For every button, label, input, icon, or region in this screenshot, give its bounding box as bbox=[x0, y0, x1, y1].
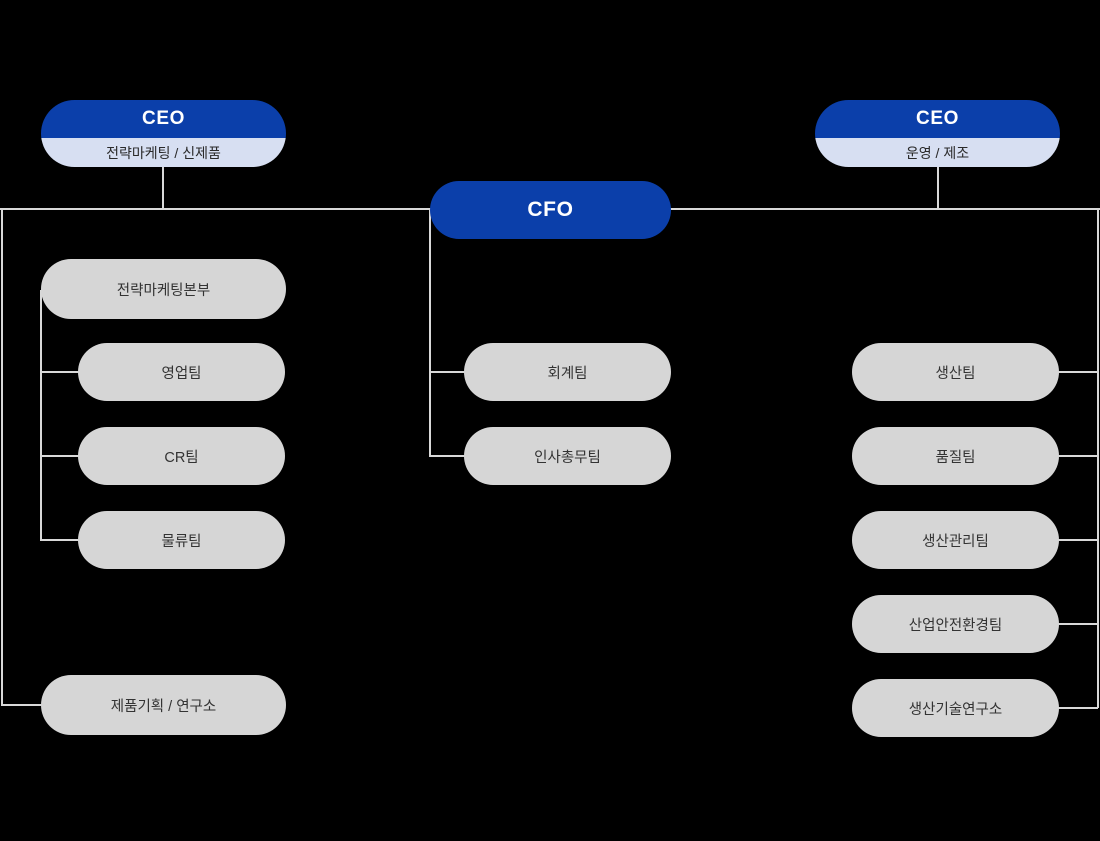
connector-left-inner-trunk bbox=[40, 290, 42, 541]
connector-cfo-trunk bbox=[429, 208, 431, 457]
connector-branch-cr bbox=[40, 455, 88, 457]
connector-branch-sales bbox=[40, 371, 88, 373]
node-ceo-operations-title: CEO bbox=[815, 100, 1060, 138]
connector-branch-safety-env bbox=[1048, 623, 1098, 625]
node-hr-admin-team[interactable]: 인사총무팀 bbox=[464, 427, 671, 485]
node-ceo-marketing[interactable]: CEO 전략마케팅 / 신제품 bbox=[41, 100, 286, 167]
connector-right-trunk bbox=[1097, 208, 1099, 708]
connector-left-ceo-drop bbox=[162, 167, 164, 210]
connector-branch-production bbox=[1048, 371, 1098, 373]
connector-branch-product-planning bbox=[1, 704, 51, 706]
node-quality-team[interactable]: 품질팀 bbox=[852, 427, 1059, 485]
connector-left-outer-trunk bbox=[1, 208, 3, 705]
node-accounting-team[interactable]: 회계팀 bbox=[464, 343, 671, 401]
connector-branch-production-mgmt bbox=[1048, 539, 1098, 541]
node-ceo-operations-subtitle: 운영 / 제조 bbox=[815, 138, 1060, 167]
node-ceo-operations[interactable]: CEO 운영 / 제조 bbox=[815, 100, 1060, 167]
node-safety-environment-team[interactable]: 산업안전환경팀 bbox=[852, 595, 1059, 653]
connector-right-ceo-drop bbox=[937, 167, 939, 210]
node-strategic-marketing-hq[interactable]: 전략마케팅본부 bbox=[41, 259, 286, 319]
node-cfo[interactable]: CFO bbox=[430, 181, 671, 239]
connector-branch-hr-admin bbox=[429, 455, 474, 457]
node-production-management-team[interactable]: 생산관리팀 bbox=[852, 511, 1059, 569]
node-sales-team[interactable]: 영업팀 bbox=[78, 343, 285, 401]
connector-branch-accounting bbox=[429, 371, 474, 373]
node-product-planning-lab[interactable]: 제품기획 / 연구소 bbox=[41, 675, 286, 735]
node-production-tech-lab[interactable]: 생산기술연구소 bbox=[852, 679, 1059, 737]
connector-branch-production-tech bbox=[1048, 707, 1098, 709]
node-ceo-marketing-subtitle: 전략마케팅 / 신제품 bbox=[41, 138, 286, 167]
node-logistics-team[interactable]: 물류팀 bbox=[78, 511, 285, 569]
connector-branch-logistics bbox=[40, 539, 88, 541]
node-ceo-marketing-title: CEO bbox=[41, 100, 286, 138]
node-cfo-title: CFO bbox=[527, 198, 574, 221]
node-cr-team[interactable]: CR팀 bbox=[78, 427, 285, 485]
connector-branch-quality bbox=[1048, 455, 1098, 457]
node-production-team[interactable]: 생산팀 bbox=[852, 343, 1059, 401]
